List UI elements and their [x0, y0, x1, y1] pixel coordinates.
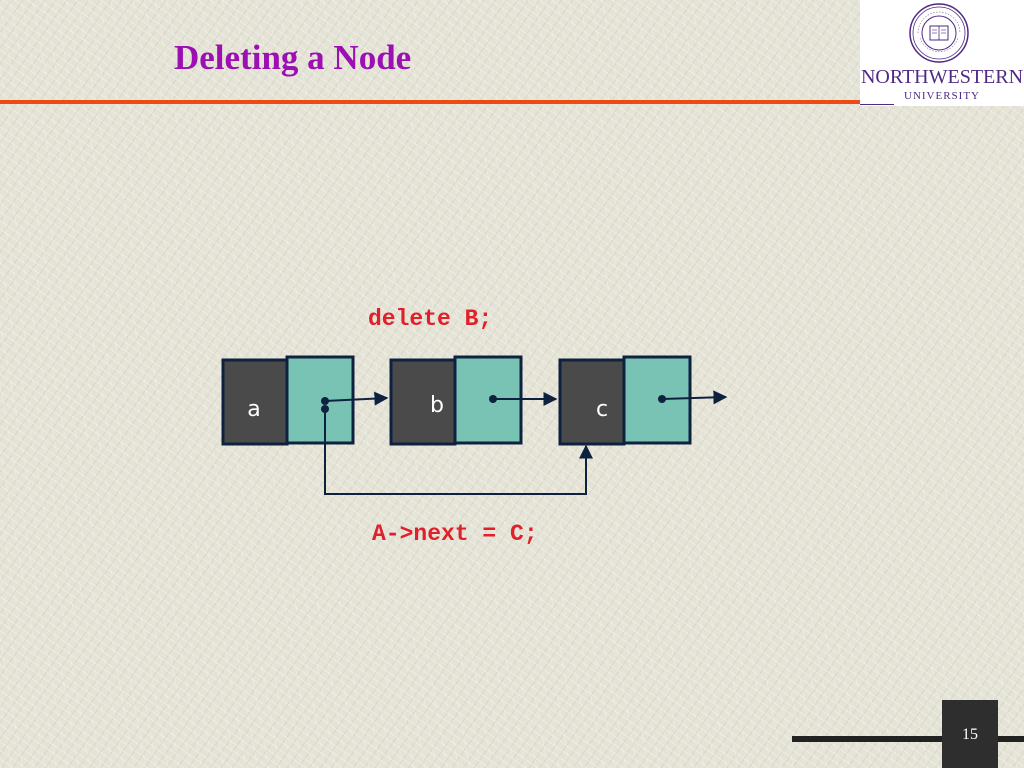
node-b: b [389, 355, 523, 446]
pointer-a-to-c-bypass [321, 405, 593, 495]
delete-statement: delete B; [368, 306, 493, 332]
node-a-label: a [247, 397, 260, 422]
pointer-a-to-b [321, 391, 389, 406]
node-a-value-cell [221, 358, 289, 446]
node-c-value-cell [558, 358, 626, 446]
logo-underline [860, 104, 894, 105]
logo-name: NORTHWESTERN [860, 66, 1024, 88]
page-number: 15 [962, 726, 978, 743]
page-number-box: 15 [942, 700, 998, 768]
node-c: c [558, 355, 692, 446]
logo-subtitle: UNIVERSITY [904, 90, 980, 102]
node-a: a [221, 355, 355, 446]
slide-title: Deleting a Node [174, 38, 412, 77]
node-b-value-cell [389, 358, 457, 446]
title-divider [0, 100, 860, 104]
node-c-label: c [596, 397, 608, 422]
node-b-label: b [430, 393, 444, 418]
footer-bar [792, 736, 1024, 742]
relink-statement: A->next = C; [372, 521, 538, 547]
pointer-b-to-c [489, 392, 558, 406]
university-logo: NORTHWESTERN UNIVERSITY [860, 0, 1024, 106]
pointer-c-next [658, 390, 728, 405]
university-seal-icon [909, 3, 969, 63]
node-c-pointer-cell [622, 355, 692, 445]
